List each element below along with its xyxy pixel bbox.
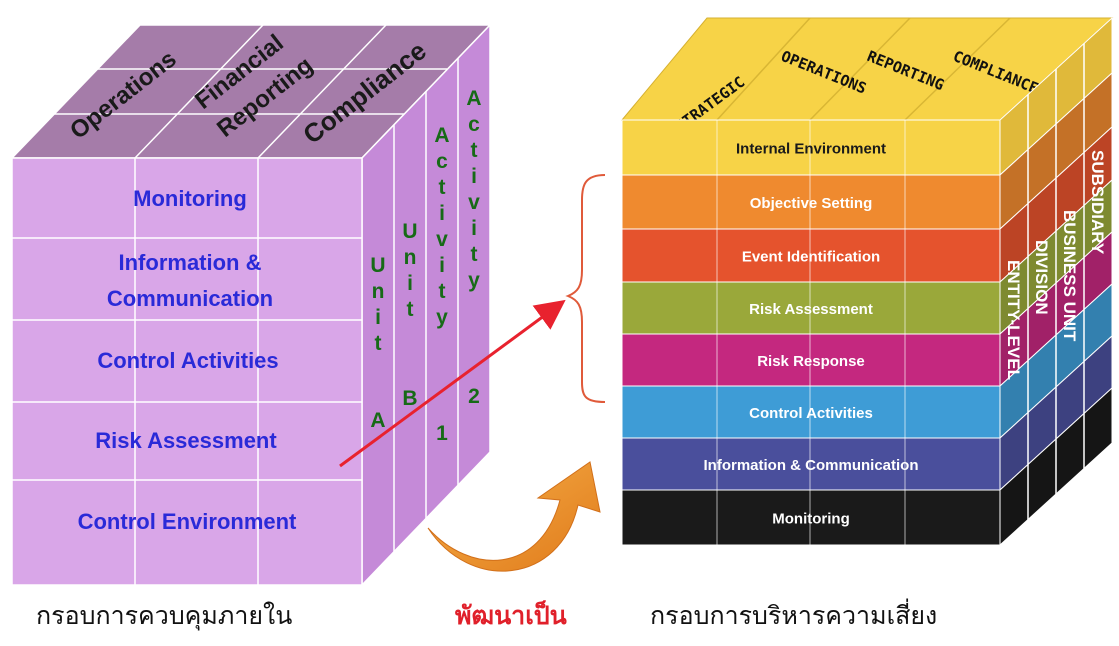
erm-layer-band (621, 174, 1001, 230)
side-column-letter: v (468, 191, 480, 214)
coso-top-grid (54, 24, 447, 159)
coso-front-grid (12, 158, 362, 585)
erm-side-label: SUBSIDIARY (1088, 150, 1107, 255)
erm-layer-band (621, 119, 1001, 176)
side-column-letter: n (372, 280, 385, 303)
diagram-canvas: Operations Financial Reporting Complianc… (10, 16, 1114, 587)
erm-layer-label: Event Identification (742, 249, 880, 266)
side-column-letter: y (468, 269, 480, 292)
side-column-letter: n (404, 246, 417, 269)
erm-layer-band (621, 333, 1001, 387)
brace (565, 174, 606, 403)
row-risk-assessment: Risk Assessment (95, 428, 277, 453)
side-column-letter: t (439, 176, 446, 199)
coso-side-grid (393, 58, 459, 552)
side-column-suffix: 2 (468, 385, 480, 408)
row-monitoring: Monitoring (133, 186, 247, 211)
erm-layer-band (621, 489, 1001, 546)
erm-layer-band (621, 281, 1001, 335)
side-column-letter: i (375, 306, 381, 329)
erm-layer-label: Monitoring (772, 511, 849, 528)
side-column-letter: t (407, 298, 414, 321)
erm-layer-label: Risk Response (757, 353, 865, 370)
side-column-letter: i (407, 272, 413, 295)
side-column-letter: c (468, 113, 480, 136)
orange-curve-arrow (427, 461, 601, 572)
side-column-letter: U (370, 254, 385, 277)
side-column-suffix: B (402, 387, 417, 410)
erm-cube: STRATEGIC OPERATIONS REPORTING COMPLIANC… (620, 16, 1114, 547)
erm-side-label: ENTITY-LEVEL (1004, 260, 1023, 380)
side-column-letter: i (471, 217, 477, 240)
erm-layer-label: Objective Setting (750, 195, 873, 212)
coso-front-face (11, 157, 363, 586)
side-column-letter: y (436, 306, 448, 329)
side-column-letter: t (471, 139, 478, 162)
side-column-letter: A (466, 87, 481, 110)
erm-layer-band (621, 228, 1001, 283)
side-column-letter: i (471, 165, 477, 188)
erm-layer-band (621, 437, 1001, 491)
side-column-letter: t (439, 280, 446, 303)
erm-side-labels: ENTITY-LEVEL DIVISION BUSINESS UNIT SUBSIDI… (1004, 150, 1107, 380)
erm-layer-band (621, 385, 1001, 439)
row-control-environment: Control Environment (78, 509, 297, 534)
coso-front-rows: Monitoring Information & Communication C… (78, 186, 297, 534)
red-arrow (339, 299, 566, 468)
side-column-letter: t (471, 243, 478, 266)
row-control-activities: Control Activities (97, 348, 278, 373)
side-column-suffix: A (370, 409, 385, 432)
erm-layer-label: Control Activities (749, 405, 873, 422)
side-column-letter: i (439, 254, 445, 277)
side-column-letter: c (436, 150, 448, 173)
side-column-letter: A (434, 124, 449, 147)
erm-top-grid (716, 17, 1011, 121)
erm-side-face (999, 16, 1113, 547)
coso-cube: Operations Financial Reporting Complianc… (10, 23, 492, 587)
erm-layer-label: Internal Environment (736, 141, 886, 158)
side-column-letter: t (375, 332, 382, 355)
side-column-letter: U (402, 220, 417, 243)
side-column-suffix: 1 (436, 422, 448, 445)
side-column-letter: i (439, 202, 445, 225)
erm-layer-label: Information & Communication (704, 457, 919, 474)
row-communication: Communication (107, 286, 273, 311)
caption-risk-management: กรอบการบริหารความเสี่ยง (650, 601, 938, 630)
row-information: Information & (119, 250, 262, 275)
side-column-letter: v (436, 228, 448, 251)
erm-layer-label: Risk Assessment (749, 301, 873, 318)
caption-internal-control: กรอบการควบคุมภายใน (36, 601, 293, 630)
caption-develops-into: พัฒนาเป็น (455, 601, 567, 630)
erm-side-label: BUSINESS UNIT (1060, 210, 1079, 342)
erm-side-label: DIVISION (1032, 240, 1051, 315)
